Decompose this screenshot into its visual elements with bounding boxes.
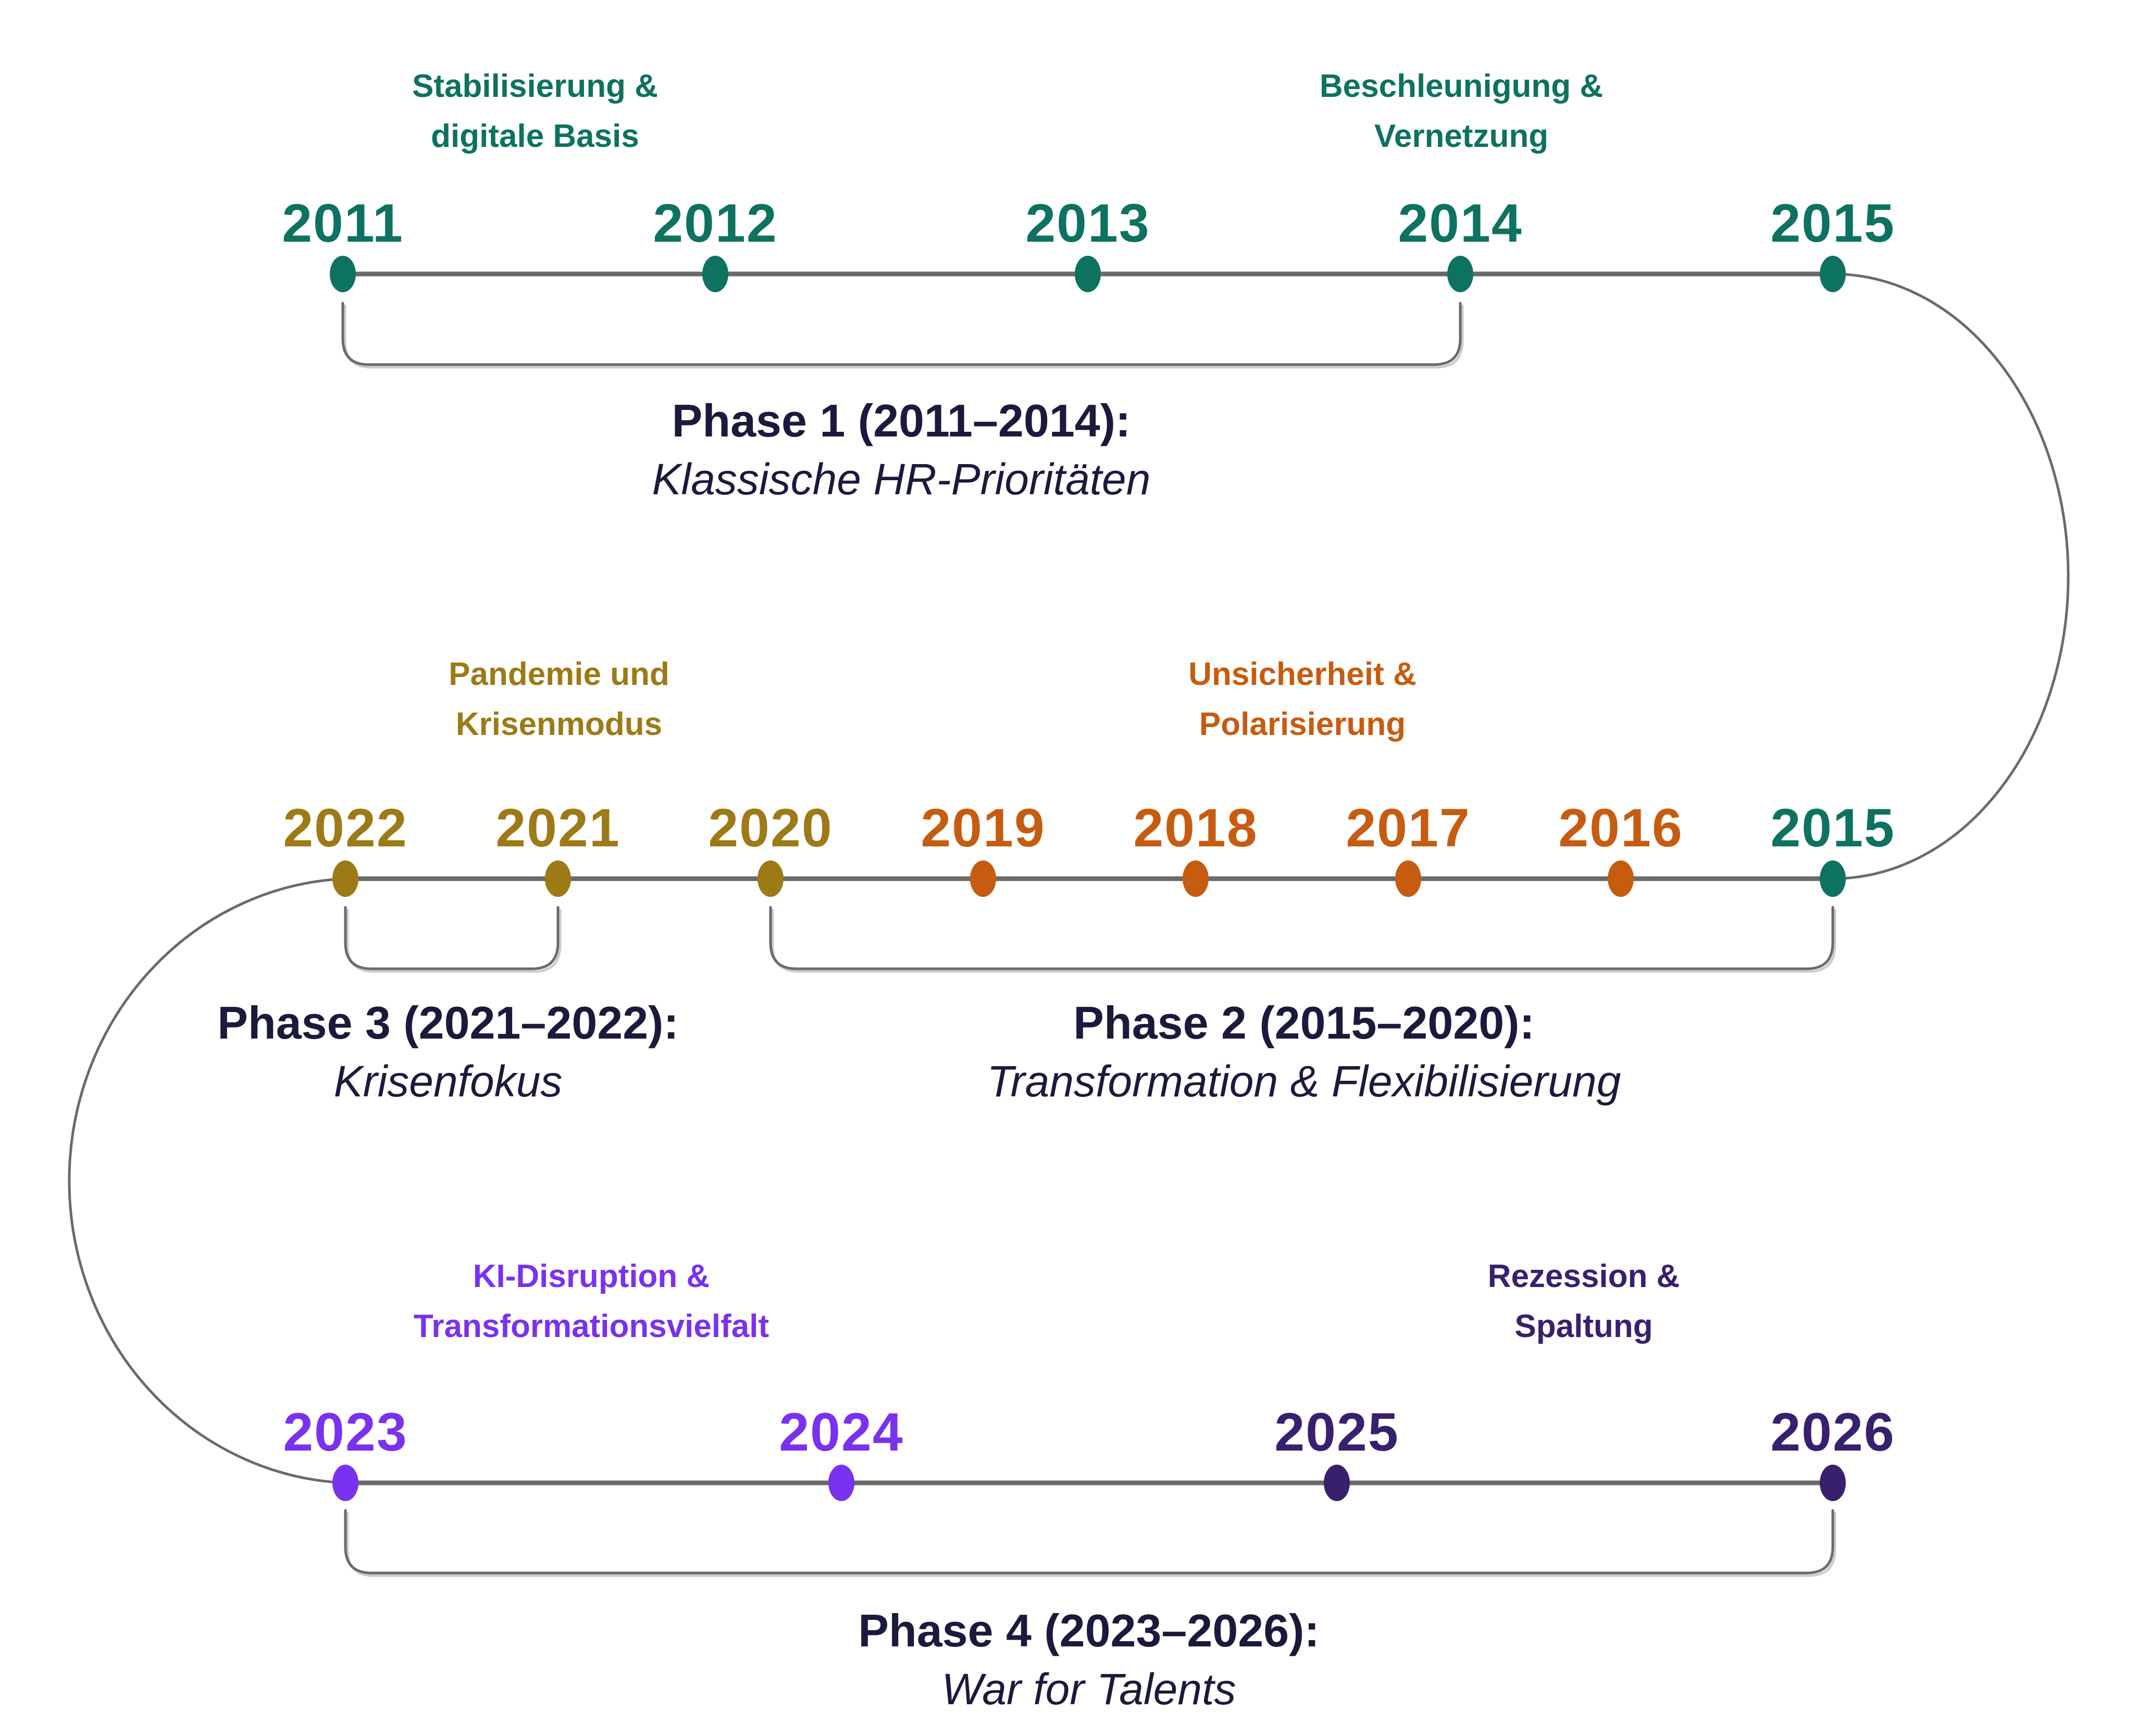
phase-4-subtitle: War for Talents <box>941 1665 1236 1714</box>
phase-2-title: Phase 2 (2015–2020): <box>1073 997 1535 1048</box>
group-label-line: digitale Basis <box>431 118 639 154</box>
dot-2015-top <box>1820 256 1846 292</box>
bracket-phase-3 <box>344 906 560 970</box>
dot-2016 <box>1608 860 1634 897</box>
year-2012: 2012 <box>653 193 778 254</box>
group-label-line: Stabilisierung & <box>412 68 658 104</box>
group-label-line: Beschleunigung & <box>1319 68 1604 104</box>
phase-3-subtitle: Krisenfokus <box>333 1057 563 1106</box>
year-2018: 2018 <box>1133 798 1258 858</box>
dot-2014 <box>1447 256 1473 292</box>
group-label-unsicherheit: Unsicherheit & Polarisierung <box>1188 650 1417 750</box>
group-label-line: Spaltung <box>1514 1308 1653 1344</box>
group-label-line: Krisenmodus <box>455 706 663 742</box>
year-2022: 2022 <box>283 798 408 858</box>
group-label-line: Polarisierung <box>1199 706 1406 742</box>
dot-2022 <box>332 860 358 897</box>
dot-2017 <box>1395 860 1421 897</box>
dot-2015-mid <box>1820 860 1846 897</box>
year-2017: 2017 <box>1346 798 1471 858</box>
phase-1-title: Phase 1 (2011–2014): <box>672 395 1131 446</box>
group-label-line: Transformationsvielfalt <box>413 1308 769 1344</box>
year-2020: 2020 <box>708 798 833 858</box>
bracket-phase-2 <box>769 906 1834 970</box>
bracket-phase-1 <box>341 302 1462 366</box>
year-2015-top: 2015 <box>1770 193 1895 254</box>
year-2021: 2021 <box>495 798 620 858</box>
phase-brackets <box>341 302 1834 1575</box>
dot-2021 <box>545 860 571 897</box>
bracket-phase-4 <box>344 1509 1834 1575</box>
phase-1-label: Phase 1 (2011–2014): Klassische HR-Prior… <box>652 392 1151 508</box>
group-label-line: Pandemie und <box>449 656 669 692</box>
group-label-stabilisierung: Stabilisierung & digitale Basis <box>412 61 658 161</box>
year-2024: 2024 <box>779 1402 904 1463</box>
dot-2018 <box>1183 860 1209 897</box>
phase-3-label: Phase 3 (2021–2022): Krisenfokus <box>217 994 679 1110</box>
year-2019: 2019 <box>921 798 1046 858</box>
year-2015-mid: 2015 <box>1770 798 1895 858</box>
phase-1-subtitle: Klassische HR-Prioritäten <box>652 455 1151 504</box>
dot-2026 <box>1820 1465 1846 1501</box>
group-label-beschleunigung: Beschleunigung & Vernetzung <box>1320 61 1603 161</box>
group-label-line: Vernetzung <box>1374 118 1549 154</box>
dot-2019 <box>970 860 996 897</box>
dot-2011 <box>330 256 356 292</box>
dot-2024 <box>828 1465 854 1501</box>
group-label-ki-disruption: KI-Disruption & Transformationsvielfalt <box>414 1252 769 1352</box>
phase-4-title: Phase 4 (2023–2026): <box>858 1605 1320 1656</box>
dot-2012 <box>702 256 728 292</box>
group-label-line: KI-Disruption & <box>473 1258 710 1294</box>
phase-4-label: Phase 4 (2023–2026): War for Talents <box>858 1602 1320 1718</box>
dot-2025 <box>1324 1465 1350 1501</box>
timeline-dots <box>330 256 1846 1501</box>
year-2023: 2023 <box>283 1402 408 1463</box>
group-label-pandemie: Pandemie und Krisenmodus <box>449 650 669 750</box>
year-2025: 2025 <box>1274 1402 1399 1463</box>
year-2026: 2026 <box>1770 1402 1895 1463</box>
dot-2013 <box>1075 256 1101 292</box>
phase-2-subtitle: Transformation & Flexibilisierung <box>987 1057 1621 1106</box>
connector-curve-left <box>68 877 347 1484</box>
year-2011: 2011 <box>282 193 404 254</box>
group-label-rezession: Rezession & Spaltung <box>1488 1252 1680 1352</box>
group-label-line: Rezession & <box>1487 1258 1680 1294</box>
phase-3-title: Phase 3 (2021–2022): <box>217 997 679 1048</box>
group-label-line: Unsicherheit & <box>1188 656 1417 692</box>
connector-curve-right <box>1831 272 2070 880</box>
dot-2023 <box>332 1465 358 1501</box>
year-2013: 2013 <box>1025 193 1150 254</box>
dot-2020 <box>757 860 784 897</box>
phase-2-label: Phase 2 (2015–2020): Transformation & Fl… <box>987 994 1621 1110</box>
year-2016: 2016 <box>1558 798 1683 858</box>
year-2014: 2014 <box>1398 193 1523 254</box>
